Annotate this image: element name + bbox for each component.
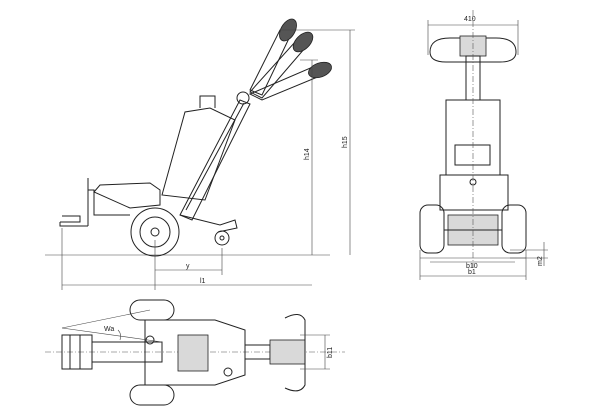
tiller-handle-mid xyxy=(249,31,314,99)
dim-y-label: y xyxy=(186,263,190,270)
top-wheel-upper xyxy=(129,299,175,321)
dim-b11-label: b11 xyxy=(327,347,334,358)
dim-h14-label: h14 xyxy=(304,148,311,160)
dim-h15-label: h15 xyxy=(342,136,349,148)
caster-arm xyxy=(179,214,238,233)
tiller-handle-low xyxy=(248,61,332,101)
dim-wa-label: Wa xyxy=(104,326,114,333)
dim-m2-label: m2 xyxy=(537,256,544,266)
front-right-wheel xyxy=(501,204,527,254)
front-left-wheel xyxy=(419,204,445,254)
coupling-hook xyxy=(59,215,88,227)
dim-l1-label: l1 xyxy=(200,278,206,285)
battery-housing xyxy=(161,107,236,201)
top-battery xyxy=(177,334,209,372)
front-frame xyxy=(93,182,161,209)
dim-410-label: 410 xyxy=(464,16,476,23)
side-view: h14 h15 y l1 xyxy=(45,18,355,290)
dim-b10-label: b10 xyxy=(466,263,478,270)
caster-wheel xyxy=(214,230,230,246)
top-hitch xyxy=(61,334,93,370)
top-wheel-lower xyxy=(129,384,175,406)
handlebar xyxy=(429,37,517,63)
top-handlebar xyxy=(284,314,306,392)
top-frame-arm xyxy=(91,341,163,363)
top-view: Wa b11 xyxy=(45,299,345,406)
dim-b1-label: b1 xyxy=(468,269,476,276)
tiller-arm xyxy=(179,99,251,221)
front-view: 410 b10 b1 m2 xyxy=(419,10,548,280)
top-chassis xyxy=(144,319,246,386)
top-handle-head xyxy=(269,339,306,365)
